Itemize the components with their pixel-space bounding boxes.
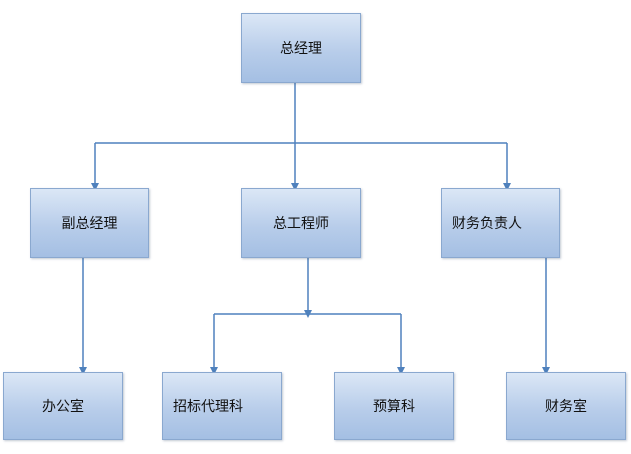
node-label: 招标代理科 <box>173 399 243 415</box>
node-budget-dept: 预算科 <box>334 372 454 440</box>
node-label: 财务负责人 <box>452 216 522 232</box>
node-label: 总工程师 <box>273 216 329 232</box>
node-finance-head: 财务负责人 <box>441 188 560 258</box>
node-bidding-agency-dept: 招标代理科 <box>162 372 282 440</box>
node-finance-office: 财务室 <box>506 372 626 440</box>
node-chief-engineer: 总工程师 <box>241 188 361 258</box>
node-label: 总经理 <box>280 41 322 57</box>
node-deputy-general-manager: 副总经理 <box>30 188 149 258</box>
node-office: 办公室 <box>3 372 123 440</box>
node-label: 财务室 <box>545 399 587 415</box>
node-label: 预算科 <box>373 399 415 415</box>
node-general-manager: 总经理 <box>241 13 361 83</box>
node-label: 副总经理 <box>61 216 118 232</box>
node-label: 办公室 <box>42 399 84 415</box>
